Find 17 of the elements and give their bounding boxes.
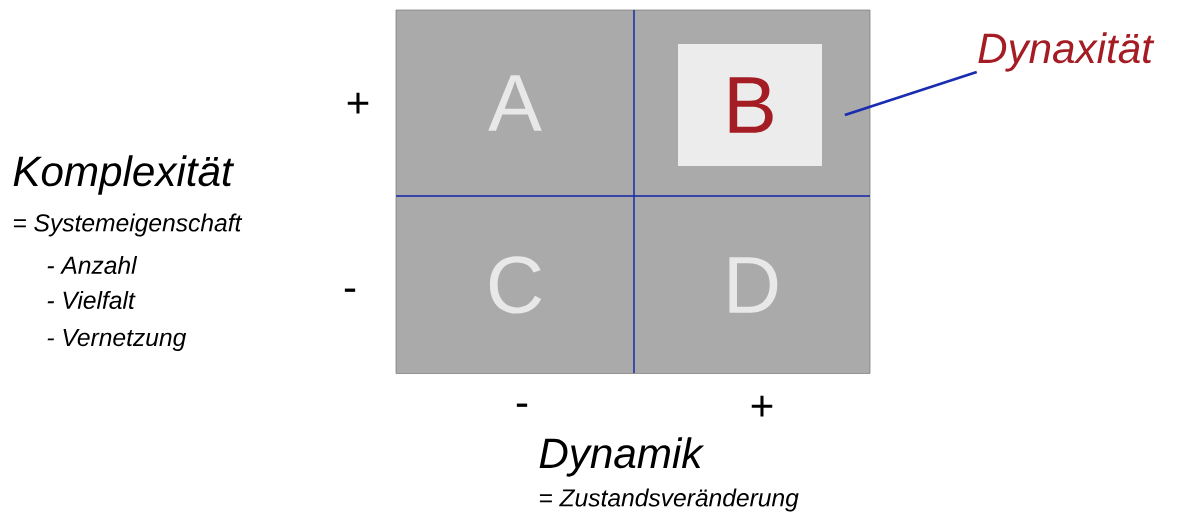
axis-note: - Anzahl (47, 255, 138, 275)
axis-sign: + (347, 92, 369, 114)
axis-sign: + (751, 395, 773, 417)
axis-sign: - (516, 403, 528, 407)
highlight-box: B (678, 44, 822, 166)
axis-note: = Zustandsveränderung (539, 488, 799, 512)
axis-note: - Vielfalt (47, 290, 136, 310)
leader-line (844, 70, 978, 117)
axis-title: Komplexität (13, 155, 235, 195)
axis-note: = Systemeigenschaft (13, 213, 243, 237)
term-label: Dynaxität (978, 32, 1155, 72)
quadrant-box: A (395, 9, 635, 197)
axis-sign: - (344, 288, 356, 292)
quadrant-box: C (395, 196, 635, 374)
axis-title: Dynamik (539, 437, 705, 477)
quadrant-box: D (633, 196, 871, 374)
axis-note: - Vernetzung (47, 328, 187, 351)
